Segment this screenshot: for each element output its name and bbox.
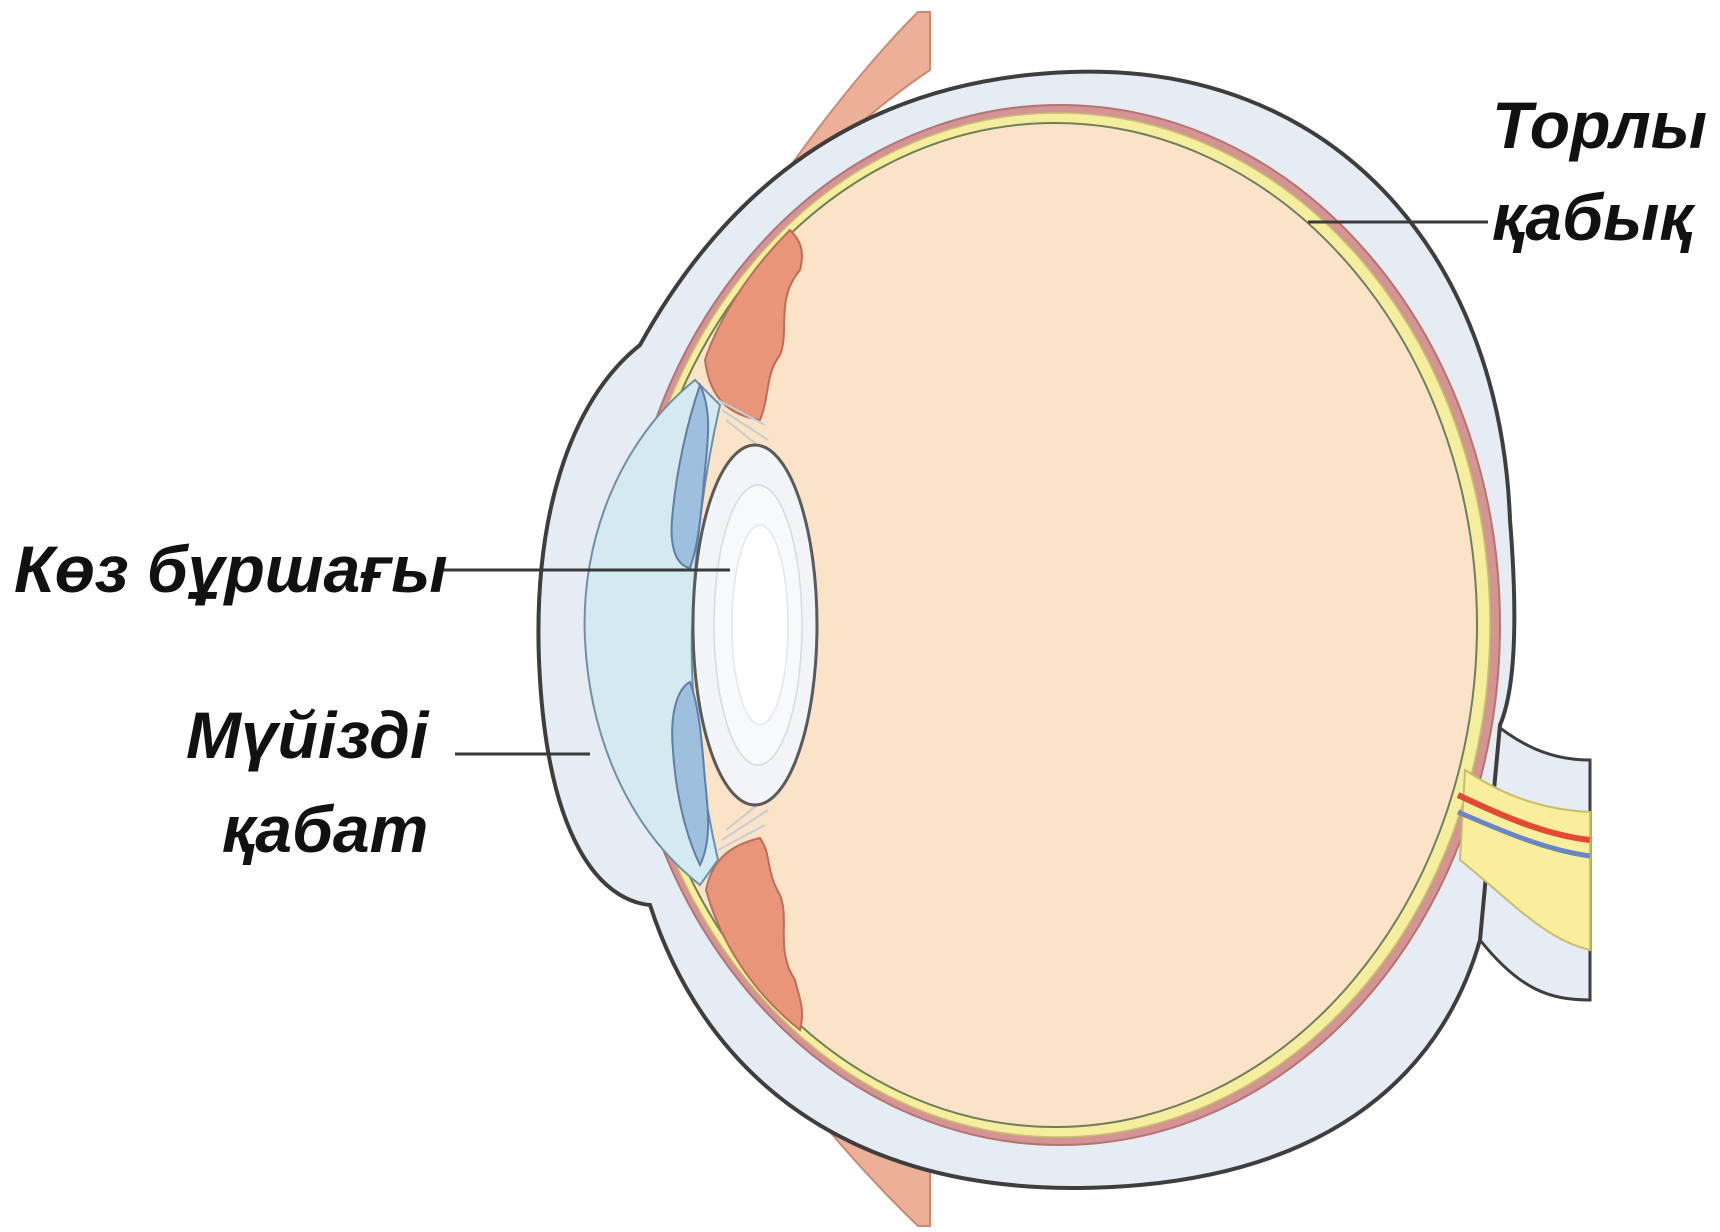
- lens-label: Көз бұршағы: [14, 536, 448, 602]
- retina-label: Торлы қабық: [1492, 92, 1707, 250]
- lens-nucleus: [732, 525, 788, 725]
- cornea-label-line1: Мүйізді: [186, 702, 428, 768]
- cornea-label-line2: қабат: [186, 796, 428, 862]
- retina-label-line2: қабық: [1492, 184, 1707, 250]
- retina-label-line1: Торлы: [1492, 92, 1707, 158]
- cornea-label: Мүйізді қабат: [186, 702, 428, 862]
- lens-label-text: Көз бұршағы: [14, 536, 448, 602]
